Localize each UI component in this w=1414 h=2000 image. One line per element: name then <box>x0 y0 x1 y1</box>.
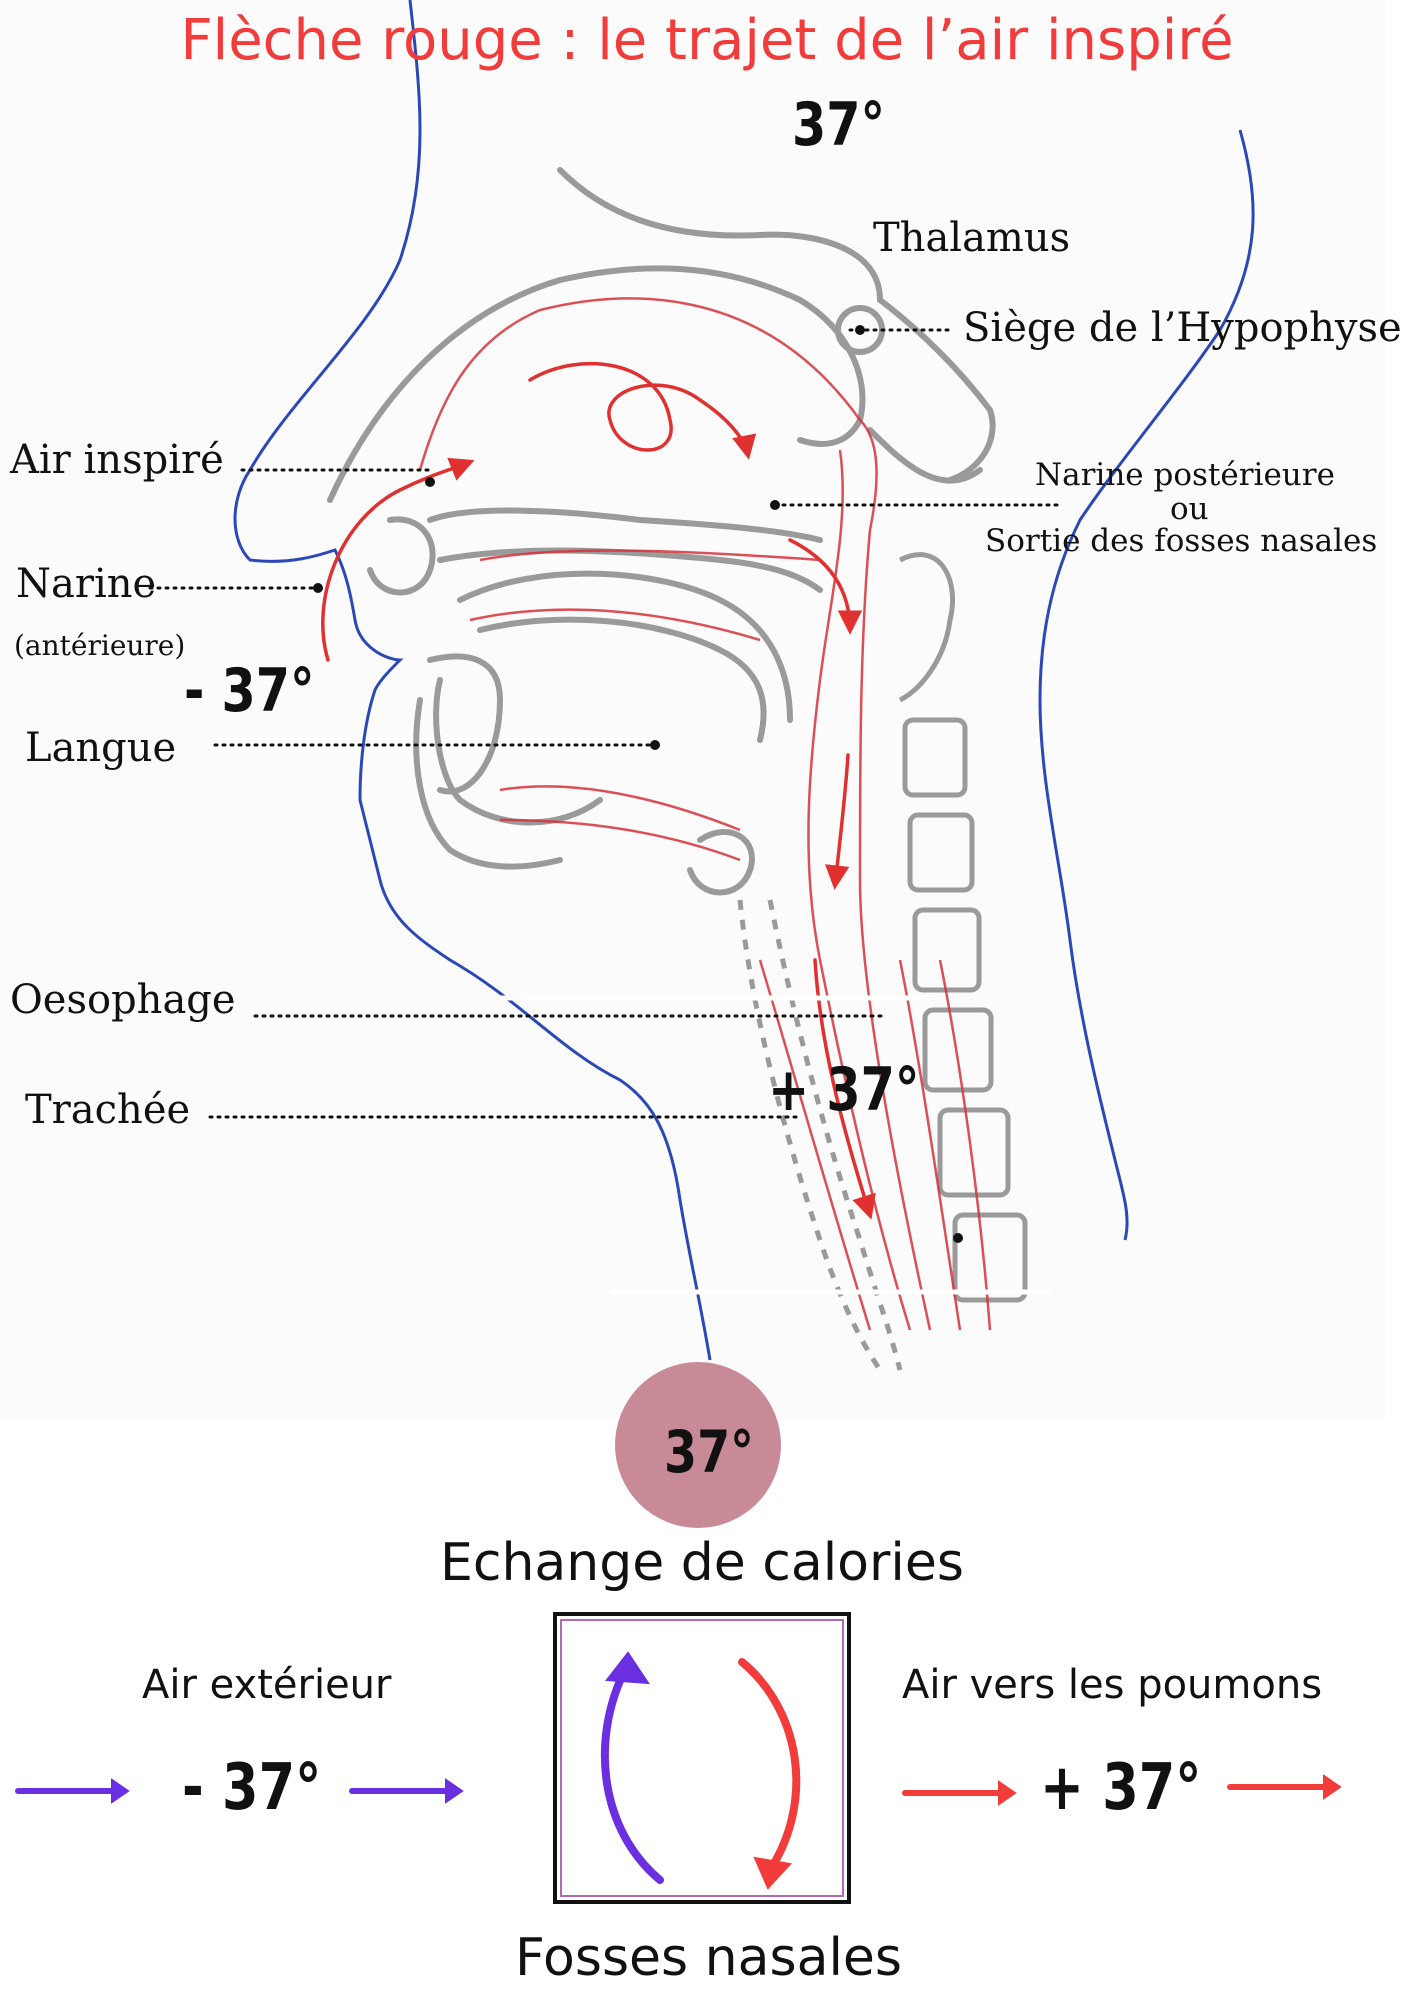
temp-trachea: + 37° <box>768 1055 920 1125</box>
temp-top: 37° <box>792 90 886 160</box>
descending-arrow-2 <box>824 753 850 890</box>
label-hypophyse: Siège de l’Hypophyse <box>963 305 1402 351</box>
back-outline <box>1038 129 1255 1241</box>
airway-lines <box>418 297 992 1331</box>
label-oesophage: Oesophage <box>10 977 236 1023</box>
purple-cycle-arrow <box>600 1666 664 1884</box>
label-narine-sub: (antérieure) <box>14 629 186 662</box>
left-label: Air extérieur <box>142 1662 392 1708</box>
label-langue: Langue <box>25 725 177 771</box>
box-label: Fosses nasales <box>515 1928 902 1988</box>
label-air-inspire: Air inspiré <box>10 437 224 483</box>
label-trachee: Trachée <box>25 1087 191 1133</box>
leader-dots <box>313 325 963 1243</box>
nasal-fossae-box <box>553 1612 851 1904</box>
label-narine: Narine <box>16 561 157 607</box>
label-thalamus: Thalamus <box>873 215 1071 261</box>
exchange-title: Echange de calories <box>440 1533 964 1593</box>
exchange-arrows <box>15 1651 1342 1890</box>
leader-lines <box>148 328 1062 1119</box>
right-temp: + 37° <box>1040 1751 1202 1825</box>
temp-nose: - 37° <box>184 656 315 726</box>
label-narine-posterieure-3: Sortie des fosses nasales <box>985 523 1378 559</box>
air-path-arrows <box>321 361 876 1220</box>
inspiration-arrow <box>321 457 475 662</box>
label-narine-posterieure-1: Narine postérieure <box>1035 457 1335 493</box>
descending-arrow-3 <box>813 958 876 1220</box>
right-label: Air vers les poumons <box>902 1662 1323 1708</box>
face-outline <box>233 0 712 1361</box>
left-temp: - 37° <box>182 1751 322 1825</box>
vertebrae <box>898 552 1028 1303</box>
trachea-rings <box>737 899 903 1372</box>
skull-sketch <box>327 167 996 896</box>
sketch-paper <box>0 0 1385 1418</box>
temperature-circle <box>615 1362 781 1528</box>
red-cycle-arrow <box>738 1658 801 1874</box>
swirl-arrow <box>528 361 757 460</box>
circle-temp: 37° <box>664 1418 754 1486</box>
label-narine-posterieure-2: ou <box>1170 491 1209 527</box>
page-title: Flèche rouge : le trajet de l’air inspir… <box>180 8 1234 73</box>
descending-arrow-1 <box>788 538 863 635</box>
